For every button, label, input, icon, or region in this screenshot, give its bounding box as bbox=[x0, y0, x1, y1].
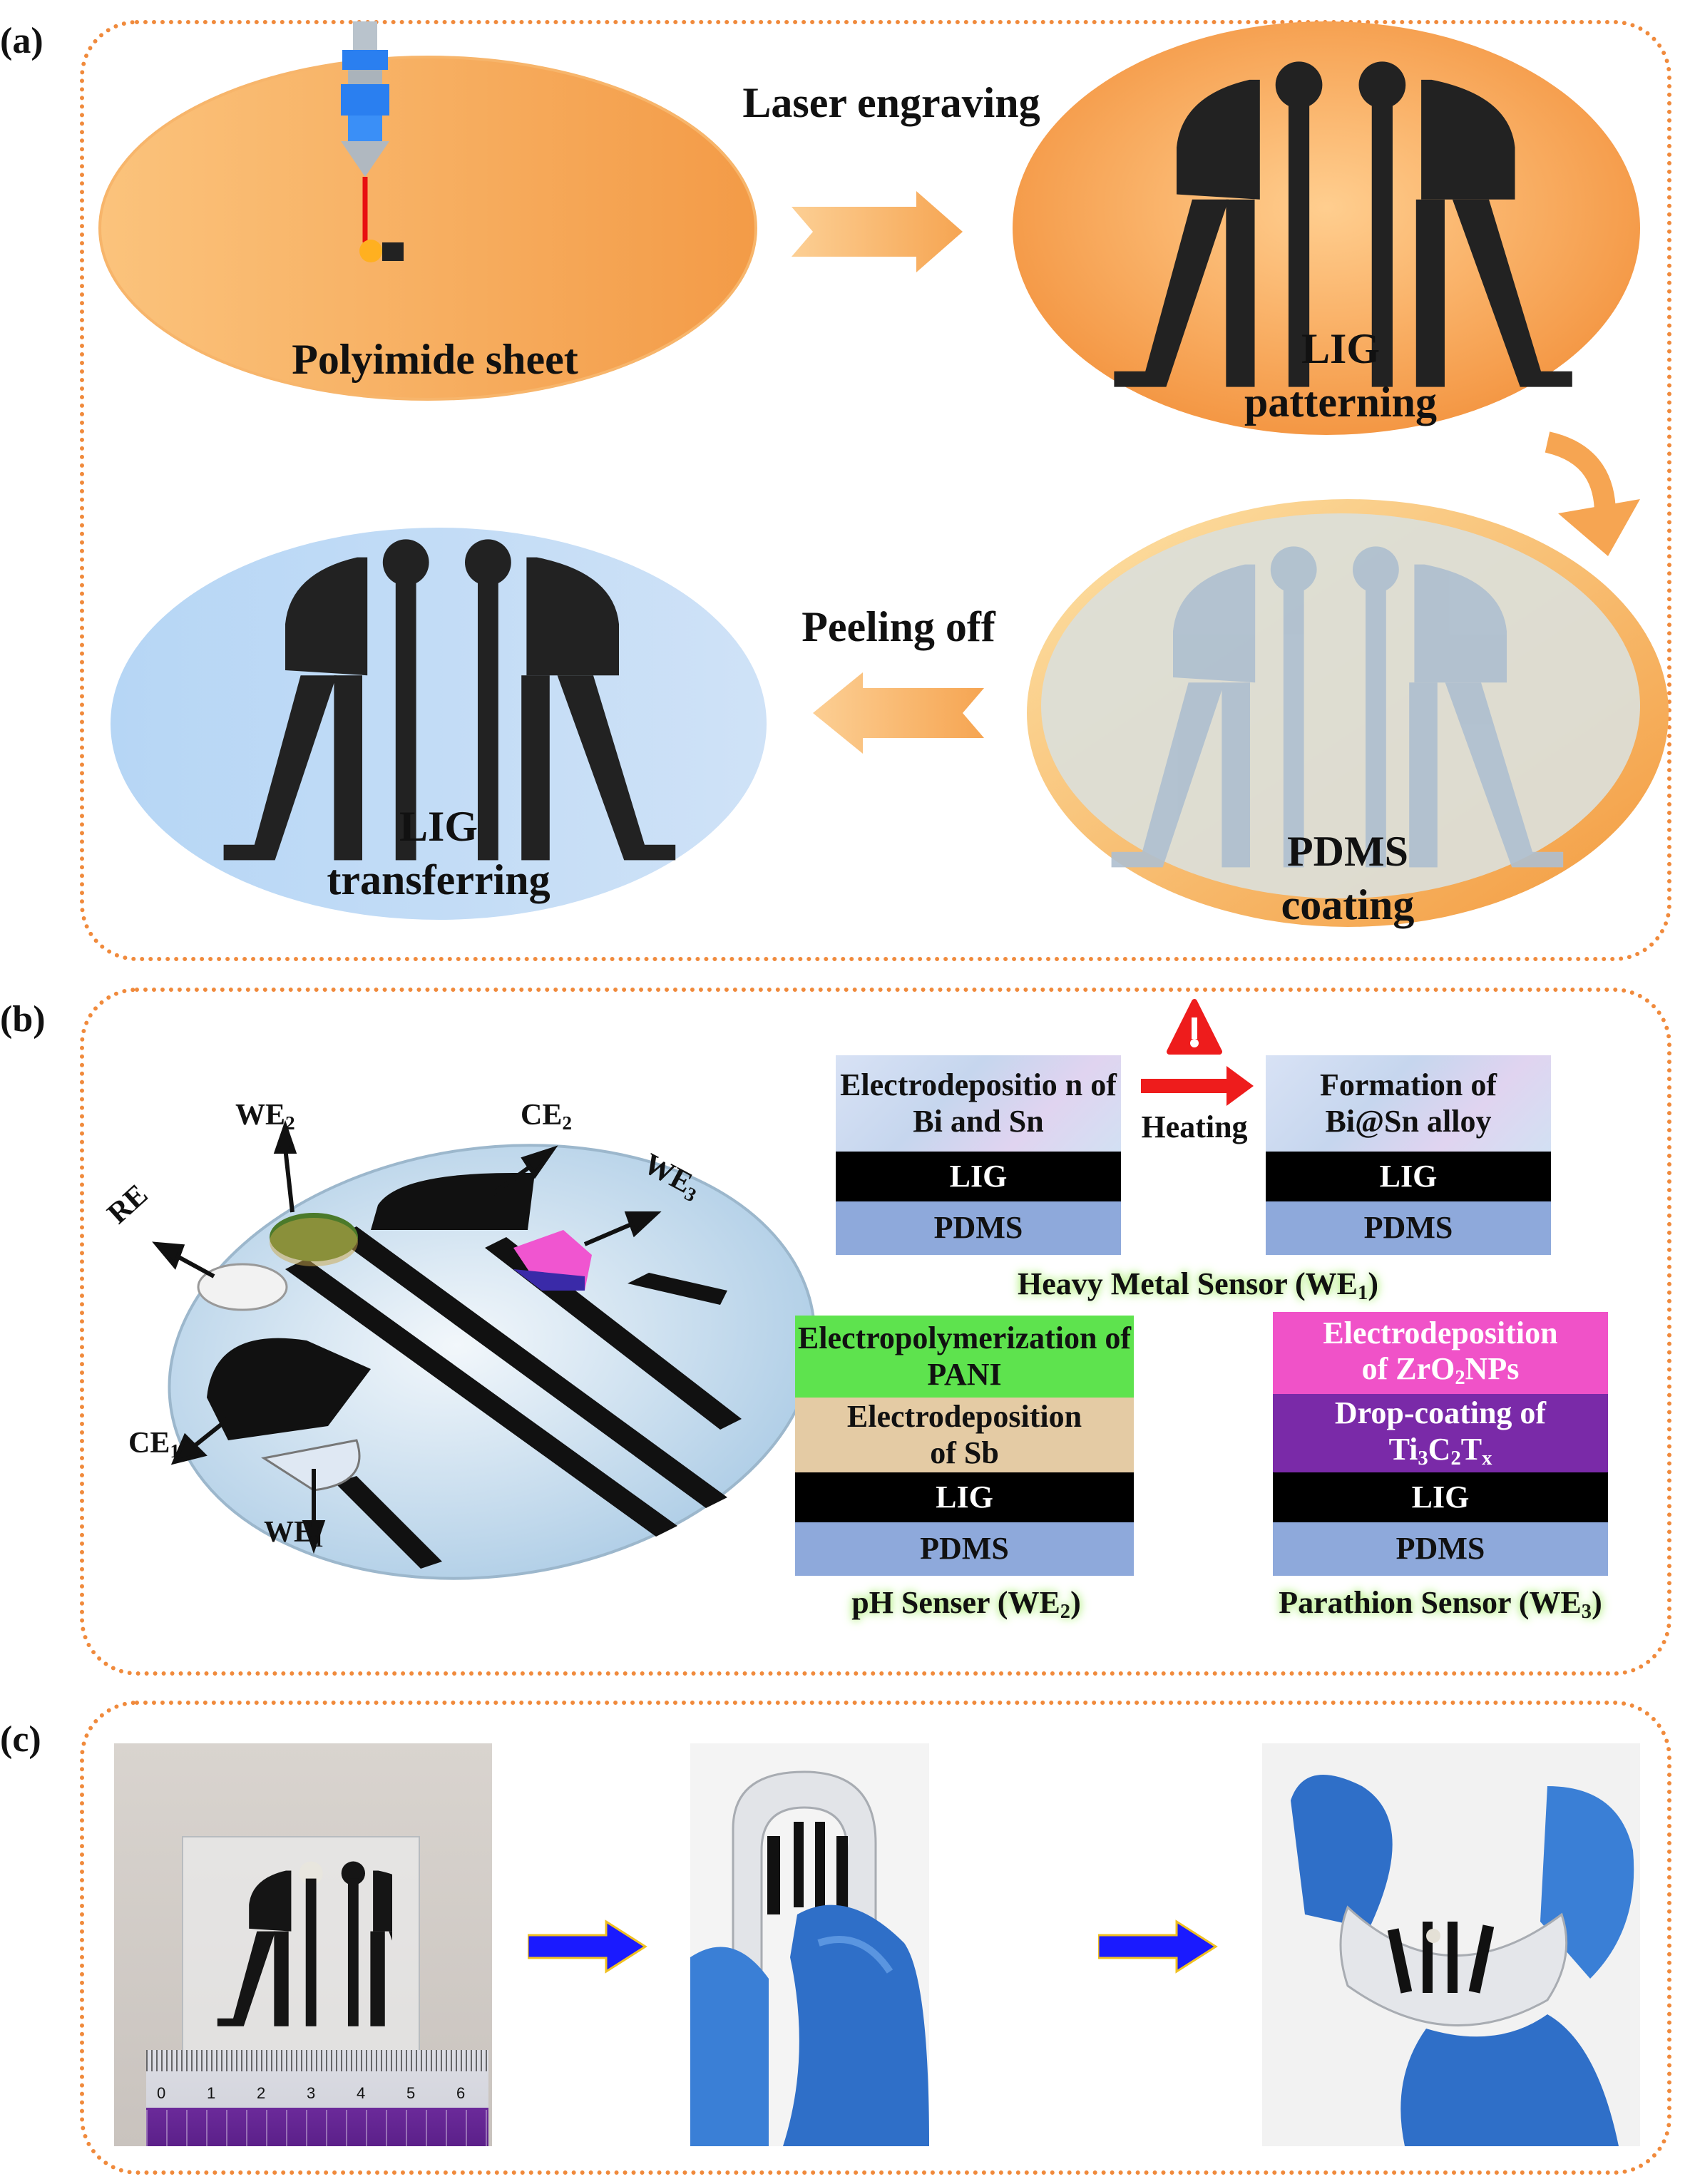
we1-label: WE1 bbox=[264, 1516, 324, 1551]
panel-a-letter: (a) bbox=[0, 21, 43, 61]
ruler bbox=[146, 2050, 488, 2146]
ph-caption: pH Senser (WE2) bbox=[851, 1585, 1081, 1624]
panel-b-letter: (b) bbox=[0, 999, 46, 1040]
pdms-layer-right: PDMS bbox=[1266, 1201, 1551, 1255]
we1-pad bbox=[261, 1439, 361, 1492]
ruler-tick-6: 6 bbox=[456, 2084, 466, 2102]
lig-layer-left: LIG bbox=[836, 1152, 1121, 1201]
ruler-tick-1: 1 bbox=[207, 2084, 216, 2102]
zro2-layer: Electrodeposition of ZrO2NPs bbox=[1273, 1312, 1608, 1394]
ti3c2-layer: Drop-coating of Ti3C2Tx bbox=[1273, 1394, 1608, 1472]
ruler-tick-4: 4 bbox=[357, 2084, 366, 2102]
pani-layer: Electropolymerization of PANI bbox=[795, 1316, 1134, 1398]
blue-arrow-1 bbox=[528, 1919, 647, 1974]
we2-label: WE2 bbox=[235, 1099, 295, 1134]
panel-c-frame bbox=[80, 1701, 1671, 2175]
pdms-layer-ph: PDMS bbox=[795, 1522, 1134, 1576]
photo-twisted-device bbox=[1262, 1743, 1640, 2146]
panel-a-illustration bbox=[98, 21, 1669, 927]
ruler-tick-0: 0 bbox=[157, 2084, 166, 2102]
pdms-label-2: coating bbox=[1281, 881, 1415, 928]
lig-transfer-label-1: LIG bbox=[399, 803, 478, 850]
sb-layer: Electrodeposition of Sb bbox=[795, 1398, 1134, 1472]
lig-layer-parathion: LIG bbox=[1273, 1472, 1608, 1522]
laser-engraving-label: Laser engraving bbox=[742, 79, 1040, 126]
peeling-label: Peeling off bbox=[802, 603, 995, 650]
pdms-label-1: PDMS bbox=[1287, 828, 1408, 875]
panel-a-frame bbox=[80, 20, 1671, 961]
sensor-3d-illustration bbox=[152, 1119, 816, 1580]
ruler-tick-2: 2 bbox=[257, 2084, 266, 2102]
heating-warning-icon bbox=[1141, 999, 1254, 1106]
ce1-label: CE1 bbox=[128, 1427, 180, 1462]
heating-label: Heating bbox=[1141, 1109, 1248, 1144]
heavy-metal-caption: Heavy Metal Sensor (WE1) bbox=[1018, 1266, 1378, 1305]
pdms-layer-left: PDMS bbox=[836, 1201, 1121, 1255]
ruler-tick-3: 3 bbox=[307, 2084, 316, 2102]
panel-c-letter: (c) bbox=[0, 1719, 41, 1760]
laser-head-icon bbox=[341, 21, 404, 262]
lig-electrode-pattern bbox=[217, 1861, 392, 2026]
ruler-tick-5: 5 bbox=[406, 2084, 416, 2102]
arrow-left-1 bbox=[813, 672, 984, 754]
photo-flat-device: 0 1 2 3 4 5 6 bbox=[114, 1743, 492, 2146]
polyimide-label: Polyimide sheet bbox=[292, 336, 578, 383]
polyimide-ellipse bbox=[98, 56, 757, 401]
re-pad bbox=[197, 1263, 288, 1311]
lig-patterning-label-2: patterning bbox=[1244, 379, 1437, 426]
blue-arrow-2 bbox=[1098, 1919, 1218, 1974]
lig-patterning-label-1: LIG bbox=[1301, 325, 1381, 372]
arrow-right-1 bbox=[792, 191, 963, 272]
photo-bent-device bbox=[690, 1743, 929, 2146]
parathion-caption: Parathion Sensor (WE3) bbox=[1279, 1585, 1602, 1624]
ce2-label: CE2 bbox=[521, 1099, 573, 1134]
bisn-alloy-layer: Formation of Bi@Sn alloy bbox=[1266, 1055, 1551, 1152]
pdms-layer-parathion: PDMS bbox=[1273, 1522, 1608, 1576]
lig-layer-right: LIG bbox=[1266, 1152, 1551, 1201]
lig-transfer-label-2: transferring bbox=[327, 856, 550, 903]
bi-sn-layer: Electrodepositio n of Bi and Sn bbox=[836, 1055, 1121, 1152]
panel-b-frame bbox=[80, 988, 1671, 1676]
lig-layer-ph: LIG bbox=[795, 1472, 1134, 1522]
